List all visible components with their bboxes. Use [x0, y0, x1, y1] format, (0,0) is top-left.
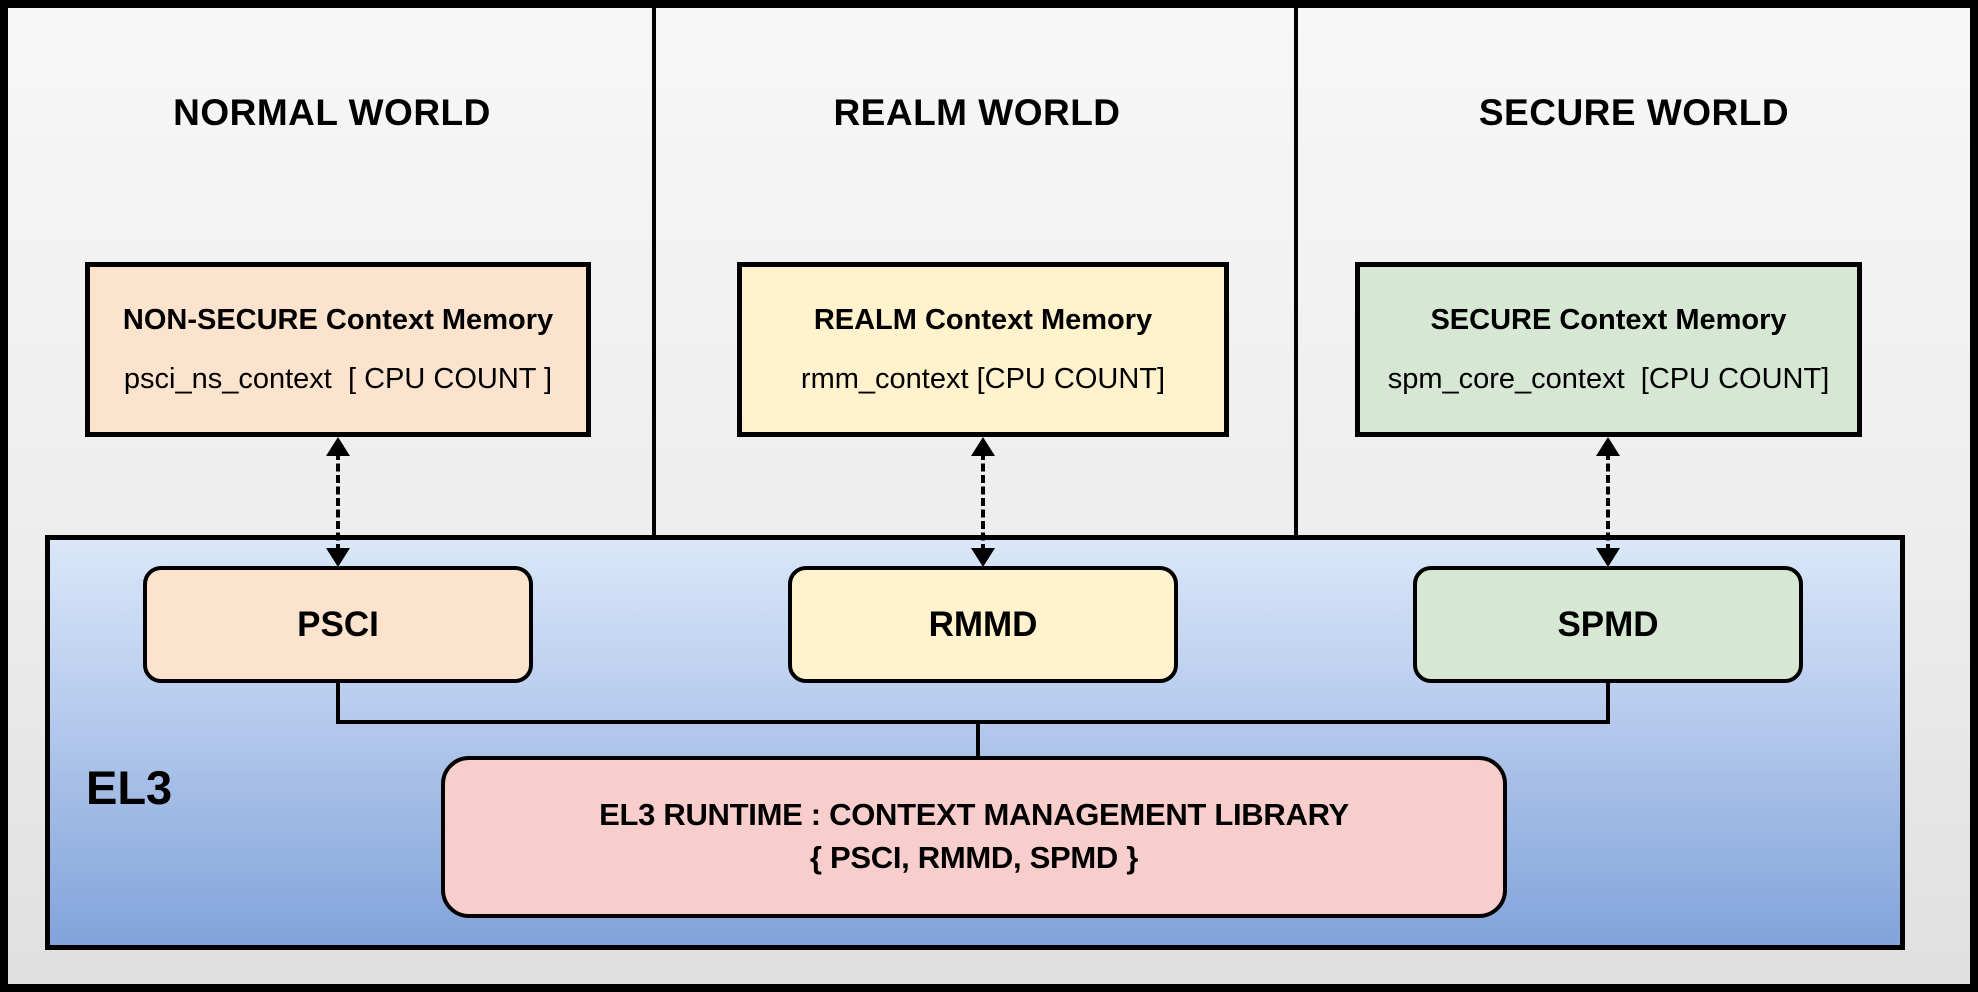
realm-context-memory-box: REALM Context Memory rmm_context [CPU CO… [737, 262, 1229, 437]
connector-psci-leg [336, 683, 340, 724]
arrow-down-icon [1596, 548, 1620, 567]
runtime-title: EL3 RUNTIME : CONTEXT MANAGEMENT LIBRARY [599, 797, 1349, 833]
memory-title: REALM Context Memory [813, 303, 1153, 336]
arrow-down-icon [971, 548, 995, 567]
arrow-up-icon [971, 437, 995, 456]
realm-world-title: REALM WORLD [833, 92, 1121, 133]
arrow-up-icon [1596, 437, 1620, 456]
arrow-down-icon [326, 548, 350, 567]
dashed-line [336, 452, 340, 552]
dashed-arrow-rmmd [969, 437, 997, 567]
normal-world-title: NORMAL WORLD [173, 92, 491, 133]
spmd-box: SPMD [1413, 566, 1803, 683]
panel-divider-normal-realm [652, 8, 656, 535]
dashed-line [981, 452, 985, 552]
connector-bus [336, 720, 1610, 724]
secure-world-title: SECURE WORLD [1478, 92, 1790, 133]
el3-runtime-library-box: EL3 RUNTIME : CONTEXT MANAGEMENT LIBRARY… [441, 756, 1507, 918]
el3-label: EL3 [86, 761, 173, 814]
memory-title: SECURE Context Memory [1430, 303, 1787, 336]
connector-spmd-leg [1606, 683, 1610, 724]
secure-context-memory-box: SECURE Context Memory spm_core_context [… [1355, 262, 1862, 437]
non-secure-context-memory-box: NON-SECURE Context Memory psci_ns_contex… [85, 262, 591, 437]
memory-title: NON-SECURE Context Memory [122, 303, 554, 336]
connector-runtime-leg [976, 720, 980, 760]
dashed-arrow-spmd [1594, 437, 1622, 567]
dashed-line [1606, 452, 1610, 552]
rmmd-box: RMMD [788, 566, 1178, 683]
arrow-up-icon [326, 437, 350, 456]
runtime-subtitle: { PSCI, RMMD, SPMD } [809, 840, 1139, 875]
panel-divider-realm-secure [1294, 8, 1298, 535]
psci-box: PSCI [143, 566, 533, 683]
dashed-arrow-psci [324, 437, 352, 567]
memory-array-label: spm_core_context [CPU COUNT] [1387, 362, 1830, 395]
memory-array-label: psci_ns_context [ CPU COUNT ] [123, 362, 553, 395]
memory-array-label: rmm_context [CPU COUNT] [800, 362, 1166, 395]
